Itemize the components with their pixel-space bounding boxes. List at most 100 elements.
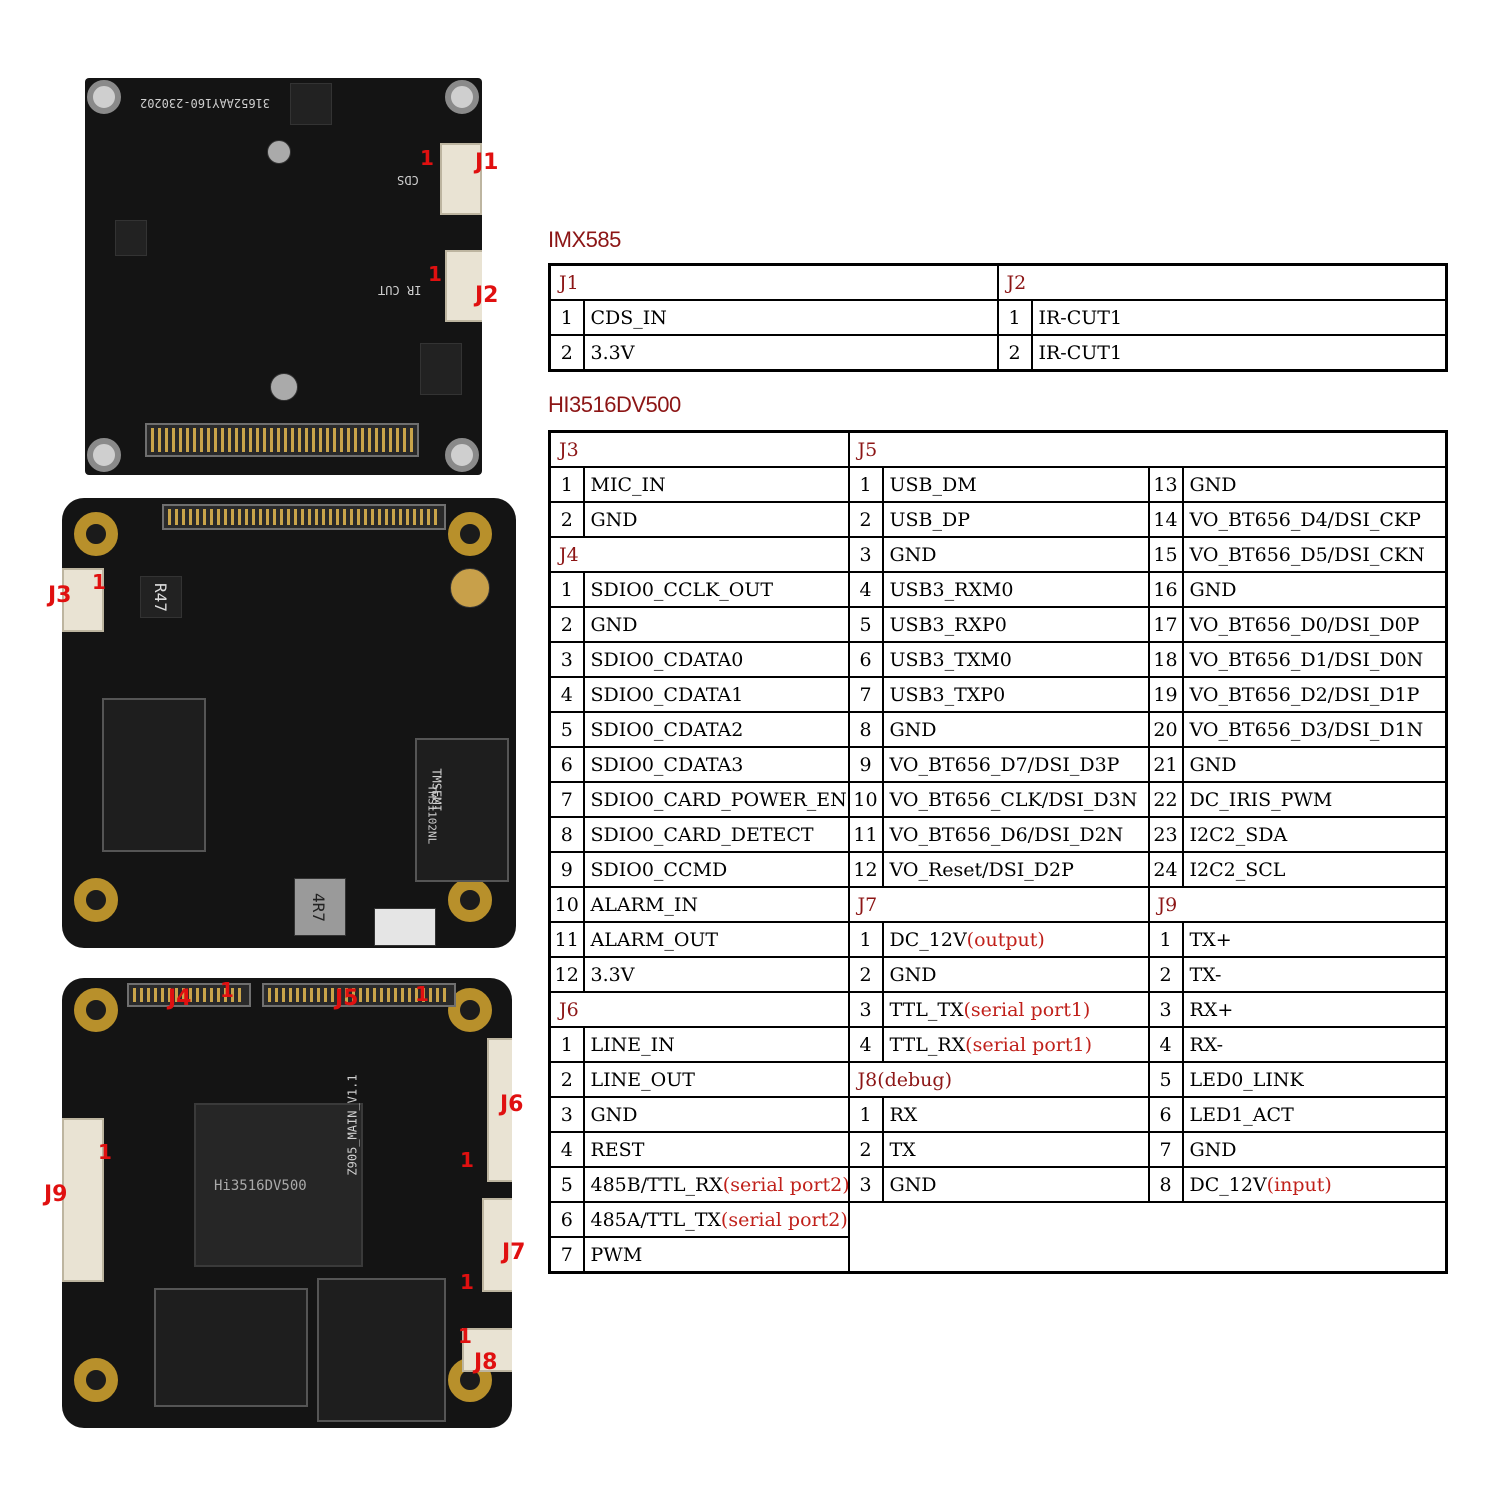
pin-signal: VO_BT656_CLK/DSI_D3N <box>881 781 1150 818</box>
pin-number: 2 <box>548 334 585 372</box>
pin-signal: LED0_LINK <box>1181 1061 1448 1098</box>
signal-name: GND <box>1189 753 1237 776</box>
pin-signal: USB3_RXM0 <box>881 571 1150 608</box>
signal-note: (serial port1) <box>965 1033 1092 1056</box>
signal-name: VO_BT656_D4/DSI_CKP <box>1189 508 1421 531</box>
signal-name: LINE_OUT <box>590 1068 695 1091</box>
pin-signal: TTL_RX(serial port1) <box>881 1026 1150 1063</box>
pin-signal: USB3_RXP0 <box>881 606 1150 643</box>
pin-signal: REST <box>582 1131 850 1168</box>
signal-note: (input) <box>1266 1173 1332 1196</box>
signal-name: DC_12V <box>1189 1173 1267 1196</box>
signal-name: GND <box>889 718 937 741</box>
pin-number: 9 <box>847 746 884 783</box>
pin-number: 4 <box>847 571 884 608</box>
table-row: 2 3.3V 2 IR-CUT1 <box>548 334 1448 372</box>
pin-signal: SDIO0_CCLK_OUT <box>582 571 850 608</box>
pin-number: 2 <box>1147 956 1184 993</box>
pin-signal: GND <box>881 956 1150 993</box>
pin-signal: TX- <box>1181 956 1448 993</box>
signal-name: USB3_TXP0 <box>889 683 1006 706</box>
pin-signal: GND <box>881 536 1150 573</box>
signal-name: GND <box>889 963 937 986</box>
connector-header: J7 <box>847 886 1150 923</box>
signal-name: RX <box>889 1103 918 1126</box>
pin-number: 17 <box>1147 606 1184 643</box>
pin-number: 8 <box>548 816 585 853</box>
signal-name: VO_BT656_D0/DSI_D0P <box>1189 613 1420 636</box>
pin-number: 12 <box>548 956 585 993</box>
pin-signal: SDIO0_CDATA1 <box>582 676 850 713</box>
pin-number: 7 <box>548 781 585 818</box>
label-j3: J3 <box>48 583 72 608</box>
connector-header: J4 <box>548 536 850 573</box>
pin-number: 3 <box>548 1096 585 1133</box>
silk-cds: CDS <box>397 173 419 187</box>
pin-number: 3 <box>1147 991 1184 1028</box>
pin-signal: RX- <box>1181 1026 1448 1063</box>
pin-number: 8 <box>847 711 884 748</box>
pin1-marker-j6: 1 <box>460 1148 474 1172</box>
pin1-marker-j7: 1 <box>460 1270 474 1294</box>
signal-name: I2C2_SDA <box>1189 823 1288 846</box>
pin-number: 6 <box>1147 1096 1184 1133</box>
pin-number: 1 <box>847 921 884 958</box>
signal-name: DC_12V <box>889 928 967 951</box>
section-heading-imx585: IMX585 <box>548 227 621 252</box>
pin-number: 24 <box>1147 851 1184 888</box>
pin-signal: LINE_IN <box>582 1026 850 1063</box>
signal-name: 485A/TTL_TX <box>590 1208 721 1231</box>
pin-number: 2 <box>847 1131 884 1168</box>
pin-number: 2 <box>847 956 884 993</box>
signal-name: TTL_RX <box>889 1033 966 1056</box>
pin-signal: GND <box>1181 746 1448 783</box>
pin-signal: GND <box>1181 1131 1448 1168</box>
pin-signal: VO_BT656_D6/DSI_D2N <box>881 816 1150 853</box>
label-j4: J4 <box>168 986 192 1011</box>
pin-number: 3 <box>847 1166 884 1203</box>
pin-signal: VO_BT656_D3/DSI_D1N <box>1181 711 1448 748</box>
pin-number: 7 <box>847 676 884 713</box>
pin-number: 5 <box>548 1166 585 1203</box>
pin-signal: VO_BT656_D0/DSI_D0P <box>1181 606 1448 643</box>
label-j8: J8 <box>474 1350 498 1375</box>
signal-name: VO_BT656_D7/DSI_D3P <box>889 753 1120 776</box>
signal-name: ALARM_IN <box>590 893 698 916</box>
pin-number: 3 <box>847 536 884 573</box>
pin-signal: USB_DP <box>881 501 1150 538</box>
pin-signal: GND <box>881 711 1150 748</box>
pin-signal: USB3_TXM0 <box>881 641 1150 678</box>
pin-number: 3 <box>548 641 585 678</box>
pin-number: 11 <box>548 921 585 958</box>
pin-number: 1 <box>996 299 1033 336</box>
pin-number: 2 <box>548 501 585 538</box>
board-photo-imx585: 31652AAY160-230202 CDS IR CUT <box>85 78 482 475</box>
signal-name: 3.3V <box>590 963 635 986</box>
pin-signal: VO_BT656_D5/DSI_CKN <box>1181 536 1448 573</box>
pin-signal: SDIO0_CARD_POWER_EN <box>582 781 850 818</box>
signal-name: VO_BT656_D1/DSI_D0N <box>1189 648 1424 671</box>
pin-signal: GND <box>1181 571 1448 608</box>
pin-signal: GND <box>881 1166 1150 1203</box>
header-j1: J1 <box>548 263 999 301</box>
silk-r47: R47 <box>150 583 170 612</box>
signal-name: USB_DM <box>889 473 977 496</box>
imx585-pin-table: J1 J2 1 CDS_IN 1 IR-CUT1 2 3.3V 2 IR-CUT… <box>548 263 1448 372</box>
pin-signal: GND <box>1181 466 1448 503</box>
signal-name: VO_BT656_D2/DSI_D1P <box>1189 683 1420 706</box>
pin-signal: VO_BT656_D2/DSI_D1P <box>1181 676 1448 713</box>
pin-signal: DC_IRIS_PWM <box>1181 781 1448 818</box>
pin-signal: 3.3V <box>582 956 850 993</box>
signal-name: LINE_IN <box>590 1033 675 1056</box>
pin-number: 1 <box>847 1096 884 1133</box>
pin-number: 1 <box>548 466 585 503</box>
pin-signal: VO_BT656_D4/DSI_CKP <box>1181 501 1448 538</box>
